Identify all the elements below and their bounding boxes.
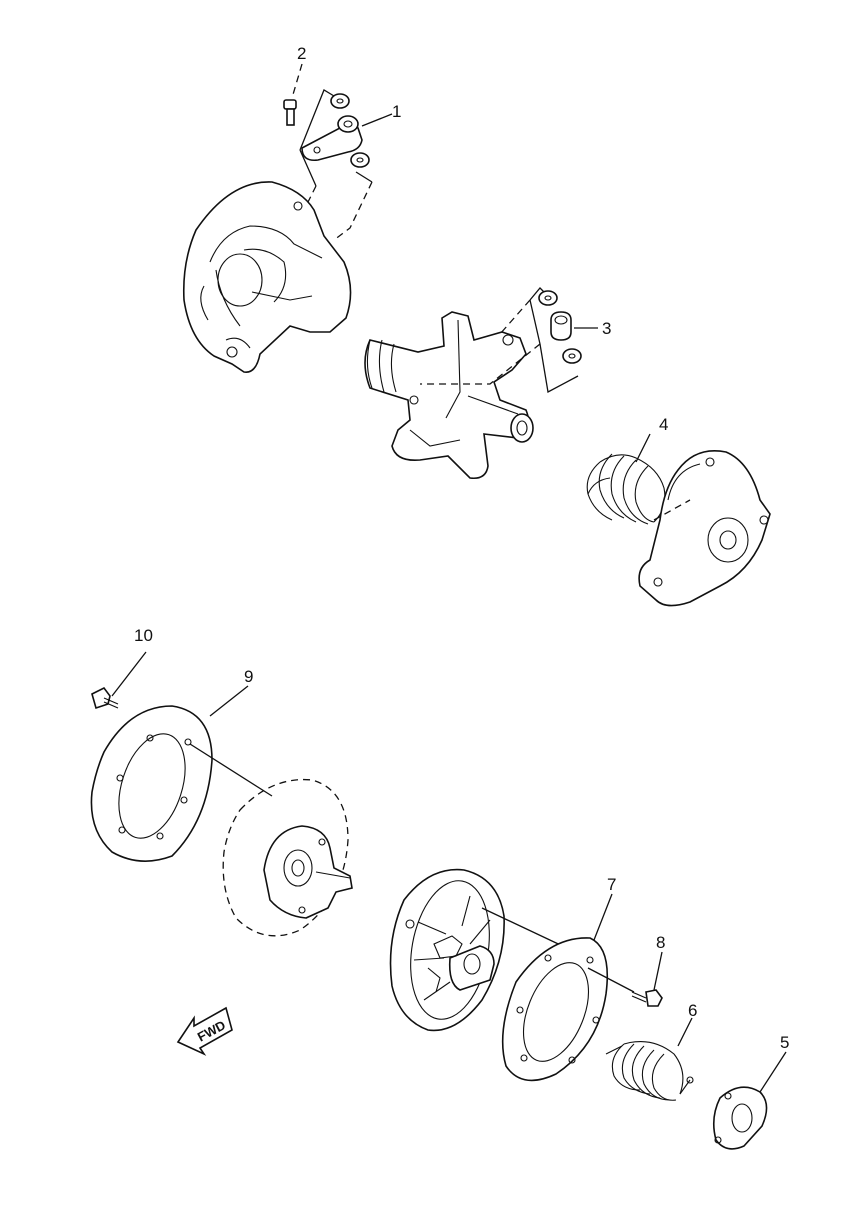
weight-arm-part-1 [301, 93, 370, 168]
spring-part-6 [605, 1041, 694, 1101]
callout-5: 5 [780, 1033, 789, 1052]
cam-cover [638, 450, 771, 607]
spring-part-4 [586, 453, 666, 525]
ring-plate-part-7 [501, 937, 609, 1082]
callout-4: 4 [659, 415, 668, 434]
arrow-left-down-icon [176, 1006, 233, 1056]
spider-hub [364, 311, 534, 480]
callout-9: 9 [244, 667, 253, 686]
callout-8: 8 [656, 933, 665, 952]
bushing-part-3 [538, 290, 582, 364]
callout-6: 6 [688, 1001, 697, 1020]
fwd-direction-marker: FWD [176, 1006, 233, 1056]
movable-sheave [182, 181, 352, 373]
bolt-part-8 [631, 989, 663, 1007]
callout-1: 1 [392, 102, 401, 121]
callout-3: 3 [602, 319, 611, 338]
callout-10: 10 [134, 626, 153, 645]
callout-7: 7 [607, 875, 616, 894]
callout-2: 2 [297, 44, 306, 63]
fixed-sheave [222, 778, 353, 937]
bolt-part-2 [283, 99, 297, 126]
secondary-sheave [389, 868, 505, 1032]
bolt-part-10 [91, 686, 119, 710]
cam-cap-part-5 [712, 1086, 768, 1150]
ring-plate-part-9 [90, 705, 213, 862]
